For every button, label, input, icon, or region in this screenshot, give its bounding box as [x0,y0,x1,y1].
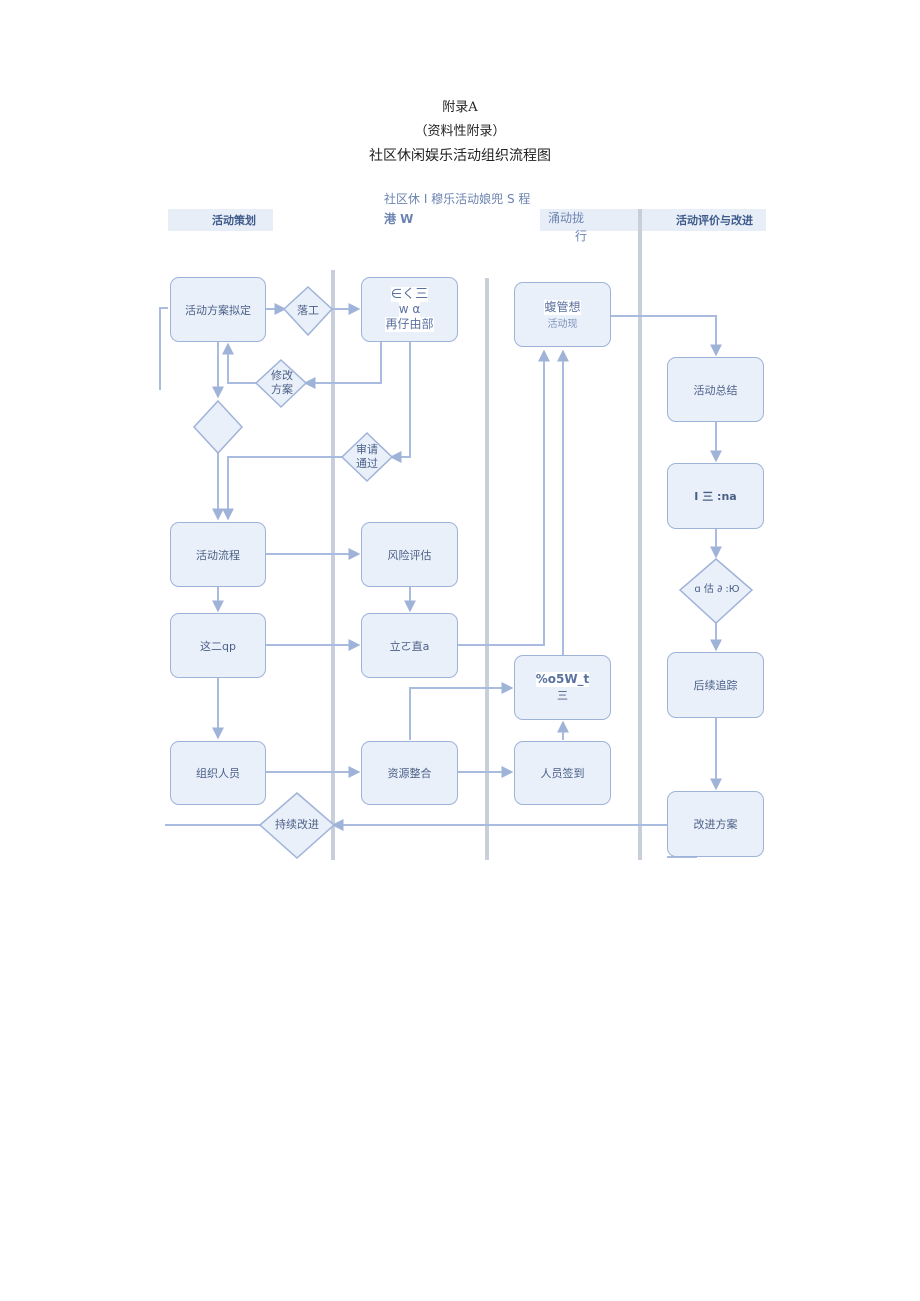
node-publicity: 这二qp [170,613,266,678]
decision-diamond-small [192,399,244,455]
node-safety: %o5W_t 三 [514,655,611,720]
node-follow-up: 后续追踪 [667,652,764,718]
node-submit-line3: 再仔由部 [385,317,434,332]
node-modify-label: 修改 方案 [271,369,293,396]
node-evaluate-label: ɑ 估 ∂ :Ю [694,584,740,595]
node-cost: 立ㄛ直a [361,613,458,678]
decision-diamond-review [282,285,334,337]
decision-diamond-modify [254,358,308,409]
appendix-note: （资料性附录） [414,124,506,139]
node-safety-title: %o5W_t [535,672,590,687]
decision-diamond-evaluate [678,558,754,625]
lane-header-bar-execution [540,209,640,231]
appendix-title: 附录A [442,100,478,115]
node-approve-label: 审请 通过 [356,443,378,470]
diagram-subtitle-line1: 社区休 I 穆乐活动娘兜 S 程 [384,192,531,206]
node-safety-sub: 三 [557,689,568,702]
node-resource: 资源整合 [361,741,458,805]
diagram-subtitle-line2: 港 W [384,212,414,226]
node-site-manage: 蝮管想 活动现 [514,282,611,347]
node-feedback: I 三 :na [667,463,764,529]
lane-header-execution: 涌动拢 [548,211,585,225]
node-review-decision-label: 落工 [297,304,319,317]
decision-diamond-approve [340,431,394,483]
lane-header-planning: 活动策划 [212,214,256,227]
node-activity-flow: 活动流程 [170,522,266,587]
lane-header-bar-planning [168,209,273,231]
lane-header-bar-evaluation [640,209,766,231]
node-summary: 活动总结 [667,357,764,422]
node-site-manage-sub: 活动现 [547,318,578,330]
lane-header-execution-2: 行 [575,229,588,243]
node-plan-draft: 活动方案拟定 [170,277,266,342]
lane-header-evaluation: 活动评价与改进 [676,214,753,227]
figure-title: 社区休闲娱乐活动组织流程图 [369,148,551,164]
node-submit-line1: ∈く三 [390,287,429,302]
node-risk-assess: 风险评估 [361,522,458,587]
node-checkin: 人员签到 [514,741,611,805]
node-continue-improve-label: 持续改进 [275,818,319,831]
decision-diamond-continue [258,792,336,860]
node-organize-staff: 组织人员 [170,741,266,805]
node-improve-plan: 改进方案 [667,791,764,857]
node-submit-line2: w α [398,302,421,317]
connector-loop-left [159,307,168,390]
node-submit-review: ∈く三 w α 再仔由部 [361,277,458,342]
node-site-manage-title: 蝮管想 [544,299,581,315]
